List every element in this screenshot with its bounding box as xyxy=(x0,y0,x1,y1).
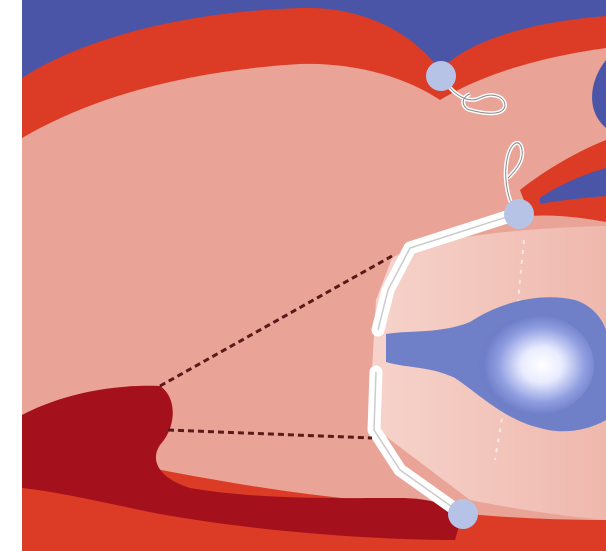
node-upper-right xyxy=(504,199,534,229)
glow-orb xyxy=(478,315,594,415)
node-bottom xyxy=(448,499,478,529)
left-margin xyxy=(0,0,22,551)
node-top xyxy=(426,61,456,91)
